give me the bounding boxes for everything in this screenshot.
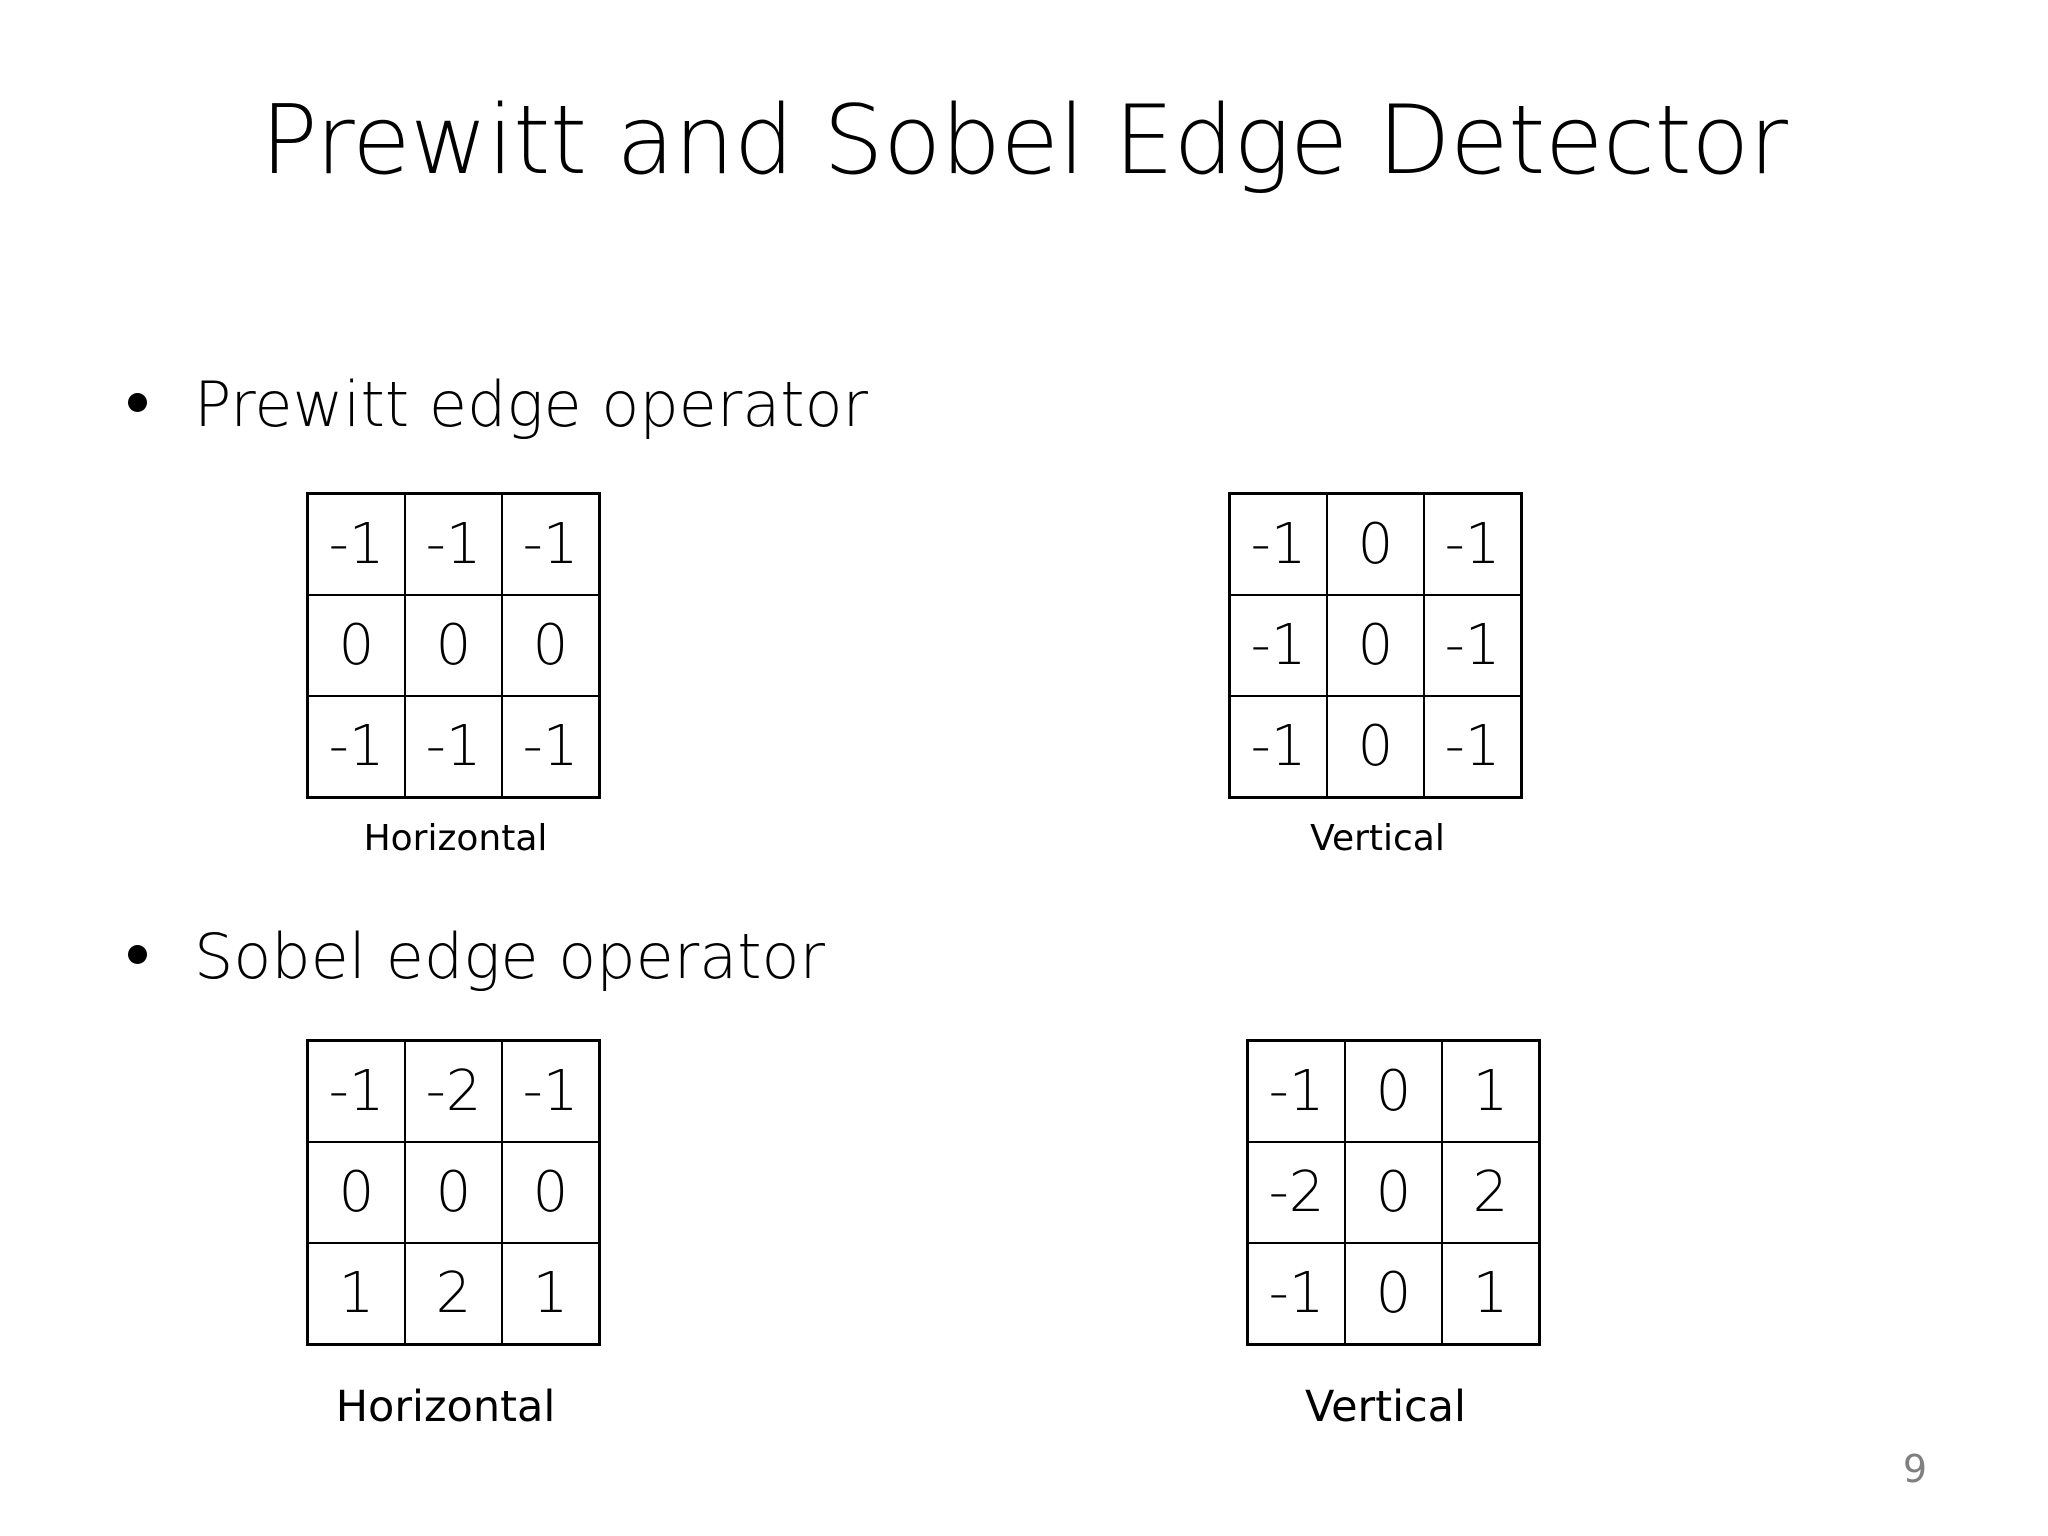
matrix-cell: 0 (404, 1141, 503, 1244)
matrix-cell: -1 (1423, 695, 1520, 796)
matrix-row: -1 0 1 (1249, 1242, 1538, 1343)
bullet-item-label: Prewitt edge operator (194, 368, 869, 441)
matrix-cell: -1 (501, 1042, 598, 1143)
matrix-sobel-vertical: -1 0 1 -2 0 2 -1 0 1 (1246, 1039, 1541, 1346)
matrix-cell: -1 (1231, 594, 1328, 697)
matrix-cell: -2 (404, 1042, 503, 1143)
matrix-cell: 2 (1441, 1141, 1538, 1244)
matrix-row: -1 0 -1 (1231, 495, 1520, 596)
bullet-item-prewitt: Prewitt edge operator (128, 374, 868, 436)
matrix-row: -2 0 2 (1249, 1141, 1538, 1244)
matrix-cell: -1 (1423, 594, 1520, 697)
matrix-cell: 1 (501, 1242, 598, 1343)
matrix-cell: 0 (1326, 594, 1425, 697)
page-number: 9 (1902, 1447, 1928, 1491)
bullet-dot-icon (128, 393, 147, 412)
matrix-cell: -1 (309, 695, 406, 796)
matrix-cell: -1 (1423, 495, 1520, 596)
matrix-row: -1 -2 -1 (309, 1042, 598, 1143)
matrix-cell: 0 (1326, 695, 1425, 796)
matrix-cell: 0 (309, 594, 406, 697)
matrix-cell: -1 (1231, 695, 1328, 796)
bullet-item-label: Sobel edge operator (194, 920, 825, 993)
matrix-cell: -1 (404, 495, 503, 596)
matrix-row: 1 2 1 (309, 1242, 598, 1343)
matrix-cell: 0 (309, 1141, 406, 1244)
matrix-cell: 0 (1344, 1141, 1443, 1244)
matrix-cell: 0 (404, 594, 503, 697)
matrix-cell: 1 (1441, 1242, 1538, 1343)
matrix-cell: -1 (501, 695, 598, 796)
matrix-row: -1 0 -1 (1231, 594, 1520, 697)
matrix-cell: -1 (309, 1042, 406, 1143)
matrix-row: 0 0 0 (309, 594, 598, 697)
matrix-caption-prewitt-vertical: Vertical (1310, 818, 1445, 859)
matrix-grid: -1 0 -1 -1 0 -1 -1 0 -1 (1231, 495, 1520, 796)
matrix-grid: -1 -2 -1 0 0 0 1 2 1 (309, 1042, 598, 1343)
matrix-cell: 1 (1441, 1042, 1538, 1143)
matrix-prewitt-vertical: -1 0 -1 -1 0 -1 -1 0 -1 (1228, 492, 1523, 799)
matrix-cell: 0 (501, 594, 598, 697)
bullet-dot-icon (128, 945, 147, 964)
matrix-grid: -1 -1 -1 0 0 0 -1 -1 -1 (309, 495, 598, 796)
matrix-cell: -2 (1249, 1141, 1346, 1244)
matrix-cell: -1 (1249, 1042, 1346, 1143)
matrix-cell: -1 (1249, 1242, 1346, 1343)
matrix-row: 0 0 0 (309, 1141, 598, 1244)
page-title: Prewitt and Sobel Edge Detector (260, 86, 1788, 196)
matrix-cell: 2 (404, 1242, 503, 1343)
matrix-row: -1 0 -1 (1231, 695, 1520, 796)
matrix-row: -1 -1 -1 (309, 495, 598, 596)
matrix-cell: -1 (309, 495, 406, 596)
matrix-sobel-horizontal: -1 -2 -1 0 0 0 1 2 1 (306, 1039, 601, 1346)
matrix-cell: 0 (501, 1141, 598, 1244)
matrix-cell: 0 (1344, 1242, 1443, 1343)
matrix-row: -1 0 1 (1249, 1042, 1538, 1143)
matrix-caption-sobel-horizontal: Horizontal (335, 1382, 556, 1432)
matrix-cell: -1 (404, 695, 503, 796)
matrix-caption-sobel-vertical: Vertical (1305, 1382, 1466, 1432)
matrix-cell: 1 (309, 1242, 406, 1343)
matrix-grid: -1 0 1 -2 0 2 -1 0 1 (1249, 1042, 1538, 1343)
matrix-cell: -1 (501, 495, 598, 596)
matrix-cell: 0 (1344, 1042, 1443, 1143)
bullet-item-sobel: Sobel edge operator (128, 926, 825, 988)
matrix-cell: -1 (1231, 495, 1328, 596)
matrix-cell: 0 (1326, 495, 1425, 596)
matrix-caption-prewitt-horizontal: Horizontal (363, 818, 548, 859)
matrix-row: -1 -1 -1 (309, 695, 598, 796)
matrix-prewitt-horizontal: -1 -1 -1 0 0 0 -1 -1 -1 (306, 492, 601, 799)
